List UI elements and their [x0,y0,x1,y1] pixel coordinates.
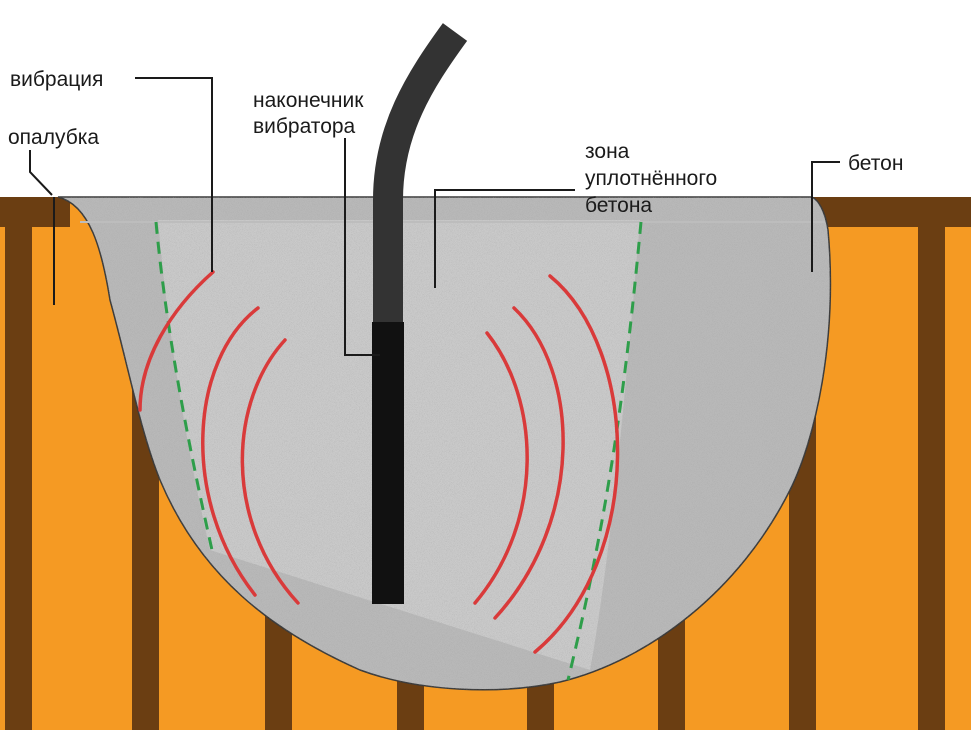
wave-right-middle [493,306,565,620]
leader-vibration [135,77,213,272]
vibrator [372,23,468,604]
leader-concrete [811,161,840,272]
wave-left-inner [240,338,300,605]
leader-formwork [29,150,53,196]
zone-boundary-left [154,221,214,551]
label-vibration: вибрация [10,68,103,91]
label-formwork: опалубка [8,126,99,149]
wave-right-inner [473,331,529,605]
wave-left-outer [138,270,215,412]
label-zone-line1: зона [585,140,630,163]
vibration-waves [138,270,620,654]
label-zone-line3: бетона [585,194,652,217]
vibrator-tip [372,322,404,604]
zone-boundary-right [566,221,643,681]
formwork-post [918,197,945,730]
label-concrete: бетон [848,152,903,175]
leader-compacted-zone [434,189,575,288]
formwork-top-beam-right [810,197,971,227]
labels: вибрация опалубка наконечник вибратора з… [8,68,903,217]
label-zone-line2: уплотнённого [585,167,717,190]
wave-right-outer [533,274,620,654]
label-vibrator-tip-line2: вибратора [253,115,356,138]
leader-lines [29,77,840,356]
label-vibrator-tip-line1: наконечник [253,89,364,112]
wave-left-middle [201,306,260,597]
vibrator-hose [373,23,468,330]
formwork-post [5,197,32,730]
leader-vibrator-tip [344,138,380,356]
zone-boundaries [154,221,643,681]
